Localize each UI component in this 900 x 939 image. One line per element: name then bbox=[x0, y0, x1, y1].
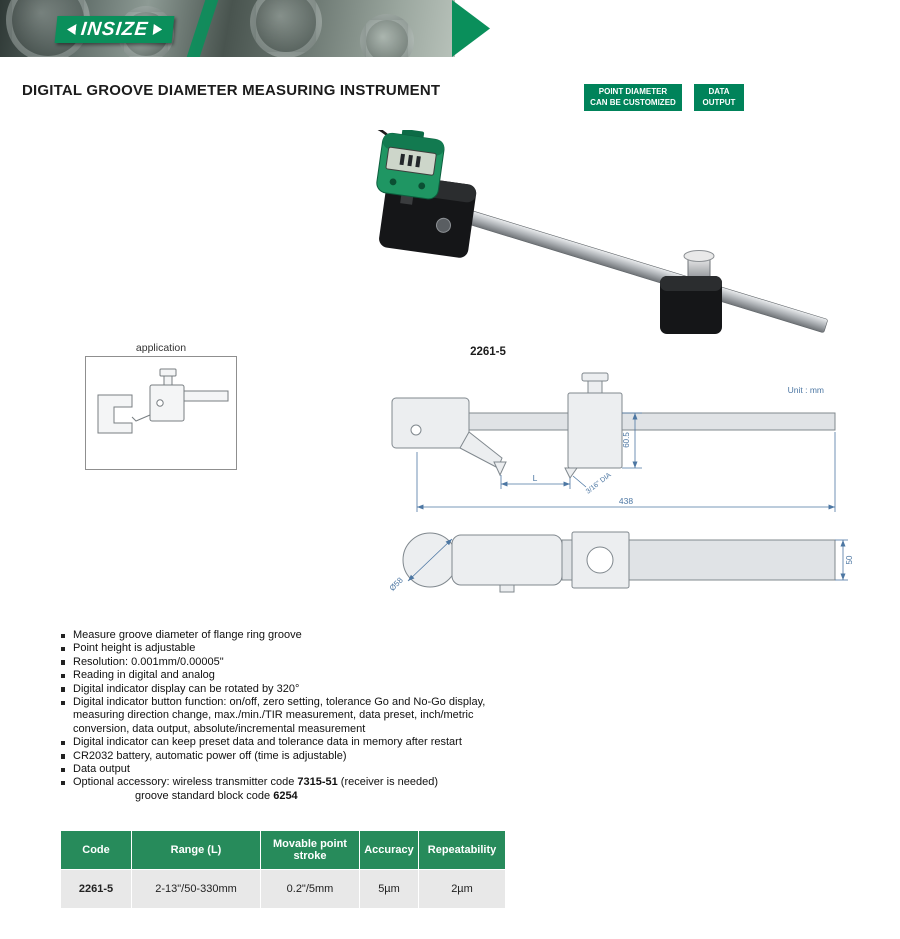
measuring-arm bbox=[131, 414, 151, 422]
application-drawing bbox=[97, 368, 229, 434]
logo-arrow-right-icon bbox=[153, 24, 163, 35]
feature-list: Measure groove diameter of flange ring g… bbox=[60, 629, 530, 803]
product-photo bbox=[353, 130, 828, 334]
feature-item: Digital indicator can keep preset data a… bbox=[60, 736, 530, 749]
col-header-accuracy: Accuracy bbox=[360, 831, 418, 869]
feature-item: Data output bbox=[60, 763, 530, 776]
feature-item: Reading in digital and analog bbox=[60, 669, 530, 682]
col-header-repeatability: Repeatability bbox=[419, 831, 505, 869]
dimension-lines bbox=[416, 412, 836, 512]
technical-drawing: Unit : mm 60.5 L 3/16" D bbox=[388, 372, 854, 593]
instrument-block bbox=[149, 384, 185, 422]
feature-item: Digital indicator button function: on/of… bbox=[60, 696, 530, 736]
accessory-code: 7315-51 bbox=[297, 776, 338, 789]
gear-icon bbox=[360, 14, 414, 57]
flange-groove-section bbox=[97, 394, 133, 434]
badge-data-output: DATA OUTPUT bbox=[694, 84, 744, 112]
dim-height-label: 60.5 bbox=[622, 432, 631, 448]
page-title: DIGITAL GROOVE DIAMETER MEASURING INSTRU… bbox=[22, 82, 441, 99]
cell-repeatability: 2µm bbox=[419, 870, 505, 908]
dim-beam-width-label: 50 bbox=[845, 555, 854, 564]
measuring-beam bbox=[466, 210, 828, 333]
plan-view bbox=[402, 531, 836, 593]
unit-label: Unit : mm bbox=[788, 385, 824, 395]
cell-range: 2-13"/50-330mm bbox=[132, 870, 260, 908]
feature-item: Point height is adjustable bbox=[60, 642, 530, 655]
logo-arrow-left-icon bbox=[66, 24, 76, 35]
model-number: 2261-5 bbox=[470, 346, 506, 358]
insize-logo: INSIZE bbox=[54, 16, 175, 43]
table-header-row: Code Range (L) Movable point stroke Accu… bbox=[61, 831, 505, 869]
dim-overall-label: 438 bbox=[619, 496, 633, 506]
badge-line: OUTPUT bbox=[702, 97, 736, 107]
badge-line: CAN BE CUSTOMIZED bbox=[590, 97, 676, 107]
knob-cap bbox=[683, 250, 715, 262]
feature-item: Resolution: 0.001mm/0.00005" bbox=[60, 656, 530, 669]
badge-line: POINT DIAMETER bbox=[598, 87, 668, 96]
main-block bbox=[353, 130, 477, 258]
indicator-button bbox=[389, 178, 397, 186]
header-banner: INSIZE bbox=[0, 0, 900, 57]
feature-item: CR2032 battery, automatic power off (tim… bbox=[60, 750, 530, 763]
spec-table: Code Range (L) Movable point stroke Accu… bbox=[60, 830, 506, 909]
accessory-code: 6254 bbox=[273, 789, 298, 802]
feature-text: (receiver is needed) bbox=[337, 776, 439, 789]
feature-text: Optional accessory: wireless transmitter… bbox=[73, 776, 298, 789]
col-header-range: Range (L) bbox=[132, 831, 260, 869]
cell-accuracy: 5µm bbox=[360, 870, 418, 908]
cell-stroke: 0.2"/5mm bbox=[261, 870, 359, 908]
gear-icon bbox=[250, 0, 322, 57]
feature-text: groove standard block code bbox=[135, 789, 274, 802]
application-box bbox=[85, 356, 237, 470]
green-arrow-icon bbox=[452, 0, 490, 57]
application-label: application bbox=[135, 342, 187, 354]
col-header-code: Code bbox=[61, 831, 131, 869]
col-header-stroke: Movable point stroke bbox=[261, 831, 359, 869]
dim-length-label: L bbox=[533, 473, 538, 483]
badge-point-diameter: POINT DIAMETER CAN BE CUSTOMIZED bbox=[584, 84, 682, 112]
cable bbox=[353, 130, 391, 138]
badge-line: DATA bbox=[708, 87, 730, 96]
sliding-block bbox=[660, 250, 722, 334]
logo-text: INSIZE bbox=[79, 18, 150, 40]
feature-item: Optional accessory: wireless transmitter… bbox=[60, 776, 530, 803]
dim-ball-label: Ø58 bbox=[388, 575, 405, 592]
cell-code: 2261-5 bbox=[61, 870, 131, 908]
dim-point-label: 3/16" DIA bbox=[585, 472, 613, 496]
side-view bbox=[391, 372, 836, 479]
feature-item: Measure groove diameter of flange ring g… bbox=[60, 629, 530, 642]
clamp-screw bbox=[435, 217, 451, 233]
dimension-lines bbox=[407, 538, 848, 582]
indicator-button bbox=[418, 182, 426, 190]
feature-continuation: groove standard block code 6254 bbox=[73, 790, 530, 803]
digital-indicator bbox=[376, 130, 445, 200]
table-row: 2261-5 2-13"/50-330mm 0.2"/5mm 5µm 2µm bbox=[61, 870, 505, 908]
feature-item: Digital indicator display can be rotated… bbox=[60, 683, 530, 696]
